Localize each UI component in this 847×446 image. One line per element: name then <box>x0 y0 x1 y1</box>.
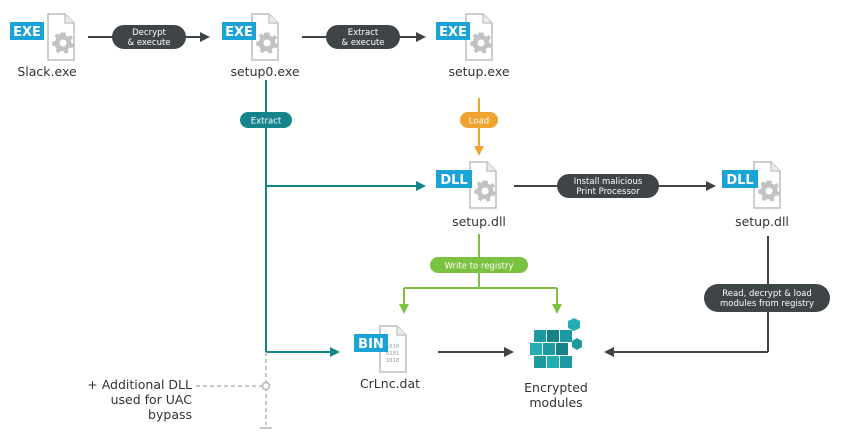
svg-text:Install malicious: Install malicious <box>574 177 643 187</box>
svg-text:& execute: & execute <box>127 38 170 48</box>
file-type-badge <box>222 22 256 40</box>
svg-text:Extract: Extract <box>348 28 379 38</box>
edge-label-decrypt-execute: Decrypt & execute <box>112 25 186 49</box>
svg-text:DLL: DLL <box>726 173 753 188</box>
svg-text:Extract: Extract <box>251 117 282 127</box>
node-label-line1: Encrypted <box>524 380 588 395</box>
file-type-badge <box>722 170 758 188</box>
svg-text:DLL: DLL <box>440 173 467 188</box>
node-label: Slack.exe <box>17 64 77 79</box>
node-slack-exe: EXE Slack.exe <box>10 13 77 79</box>
file-type-badge <box>354 334 388 352</box>
svg-text:bypass: bypass <box>148 407 192 422</box>
svg-text:BIN: BIN <box>358 337 384 352</box>
node-label: CrLnc.dat <box>360 376 420 391</box>
svg-text:used for UAC: used for UAC <box>111 392 193 407</box>
arrowhead-to-setup-dll <box>416 181 426 191</box>
svg-text:& execute: & execute <box>341 38 384 48</box>
edge-label-load: Load <box>460 112 498 128</box>
svg-text:0101: 0101 <box>386 351 399 357</box>
node-crlnc-dat: 1010 0101 1010 BIN CrLnc.dat <box>354 325 420 391</box>
svg-text:Decrypt: Decrypt <box>132 28 166 38</box>
arrow-crlnc-to-modules <box>438 347 514 357</box>
edge-label-extract-execute: Extract & execute <box>326 25 400 49</box>
binary-digits-icon: 1010 <box>386 344 399 350</box>
edge-label-install-print-processor: Install malicious Print Processor <box>557 174 659 198</box>
svg-text:1010: 1010 <box>386 358 399 364</box>
uac-bypass-note: + Additional DLL used for UAC bypass <box>87 377 192 422</box>
svg-text:Print Processor: Print Processor <box>576 187 640 197</box>
node-encrypted-modules: Encrypted modules <box>524 318 588 410</box>
svg-text:EXE: EXE <box>439 25 467 40</box>
svg-text:EXE: EXE <box>13 25 41 40</box>
svg-text:Read, decrypt & load: Read, decrypt & load <box>722 289 812 299</box>
arrowhead-to-crlnc <box>330 347 340 357</box>
node-setup-dll-print-processor: DLL setup.dll <box>722 161 789 229</box>
node-label: setup.exe <box>448 64 509 79</box>
node-label-line2: modules <box>529 395 582 410</box>
edge-label-write-to-registry: Write to registry <box>430 257 528 273</box>
edge-label-read-registry: Read, decrypt & load modules from regist… <box>704 284 830 312</box>
file-type-badge <box>436 22 470 40</box>
svg-text:+ Additional DLL: + Additional DLL <box>87 377 192 392</box>
edge-label-extract: Extract <box>240 112 292 128</box>
svg-text:modules from registry: modules from registry <box>720 299 814 309</box>
arrowhead-to-modules-green <box>552 304 562 314</box>
dashed-uac-branch <box>196 352 272 429</box>
svg-text:Load: Load <box>469 117 489 127</box>
node-setup-exe: EXE setup.exe <box>436 13 510 79</box>
file-type-badge <box>10 22 44 40</box>
node-label: setup.dll <box>735 214 789 229</box>
node-setup0-exe: EXE setup0.exe <box>222 13 300 79</box>
svg-text:Write to registry: Write to registry <box>445 262 514 272</box>
svg-text:EXE: EXE <box>225 25 253 40</box>
node-label: setup.dll <box>452 214 506 229</box>
cube-cluster-icon <box>530 318 582 368</box>
file-type-badge <box>436 170 472 188</box>
node-setup-dll: DLL setup.dll <box>436 161 506 229</box>
arrowhead-to-crlnc-green <box>399 304 409 314</box>
node-label: setup0.exe <box>230 64 299 79</box>
